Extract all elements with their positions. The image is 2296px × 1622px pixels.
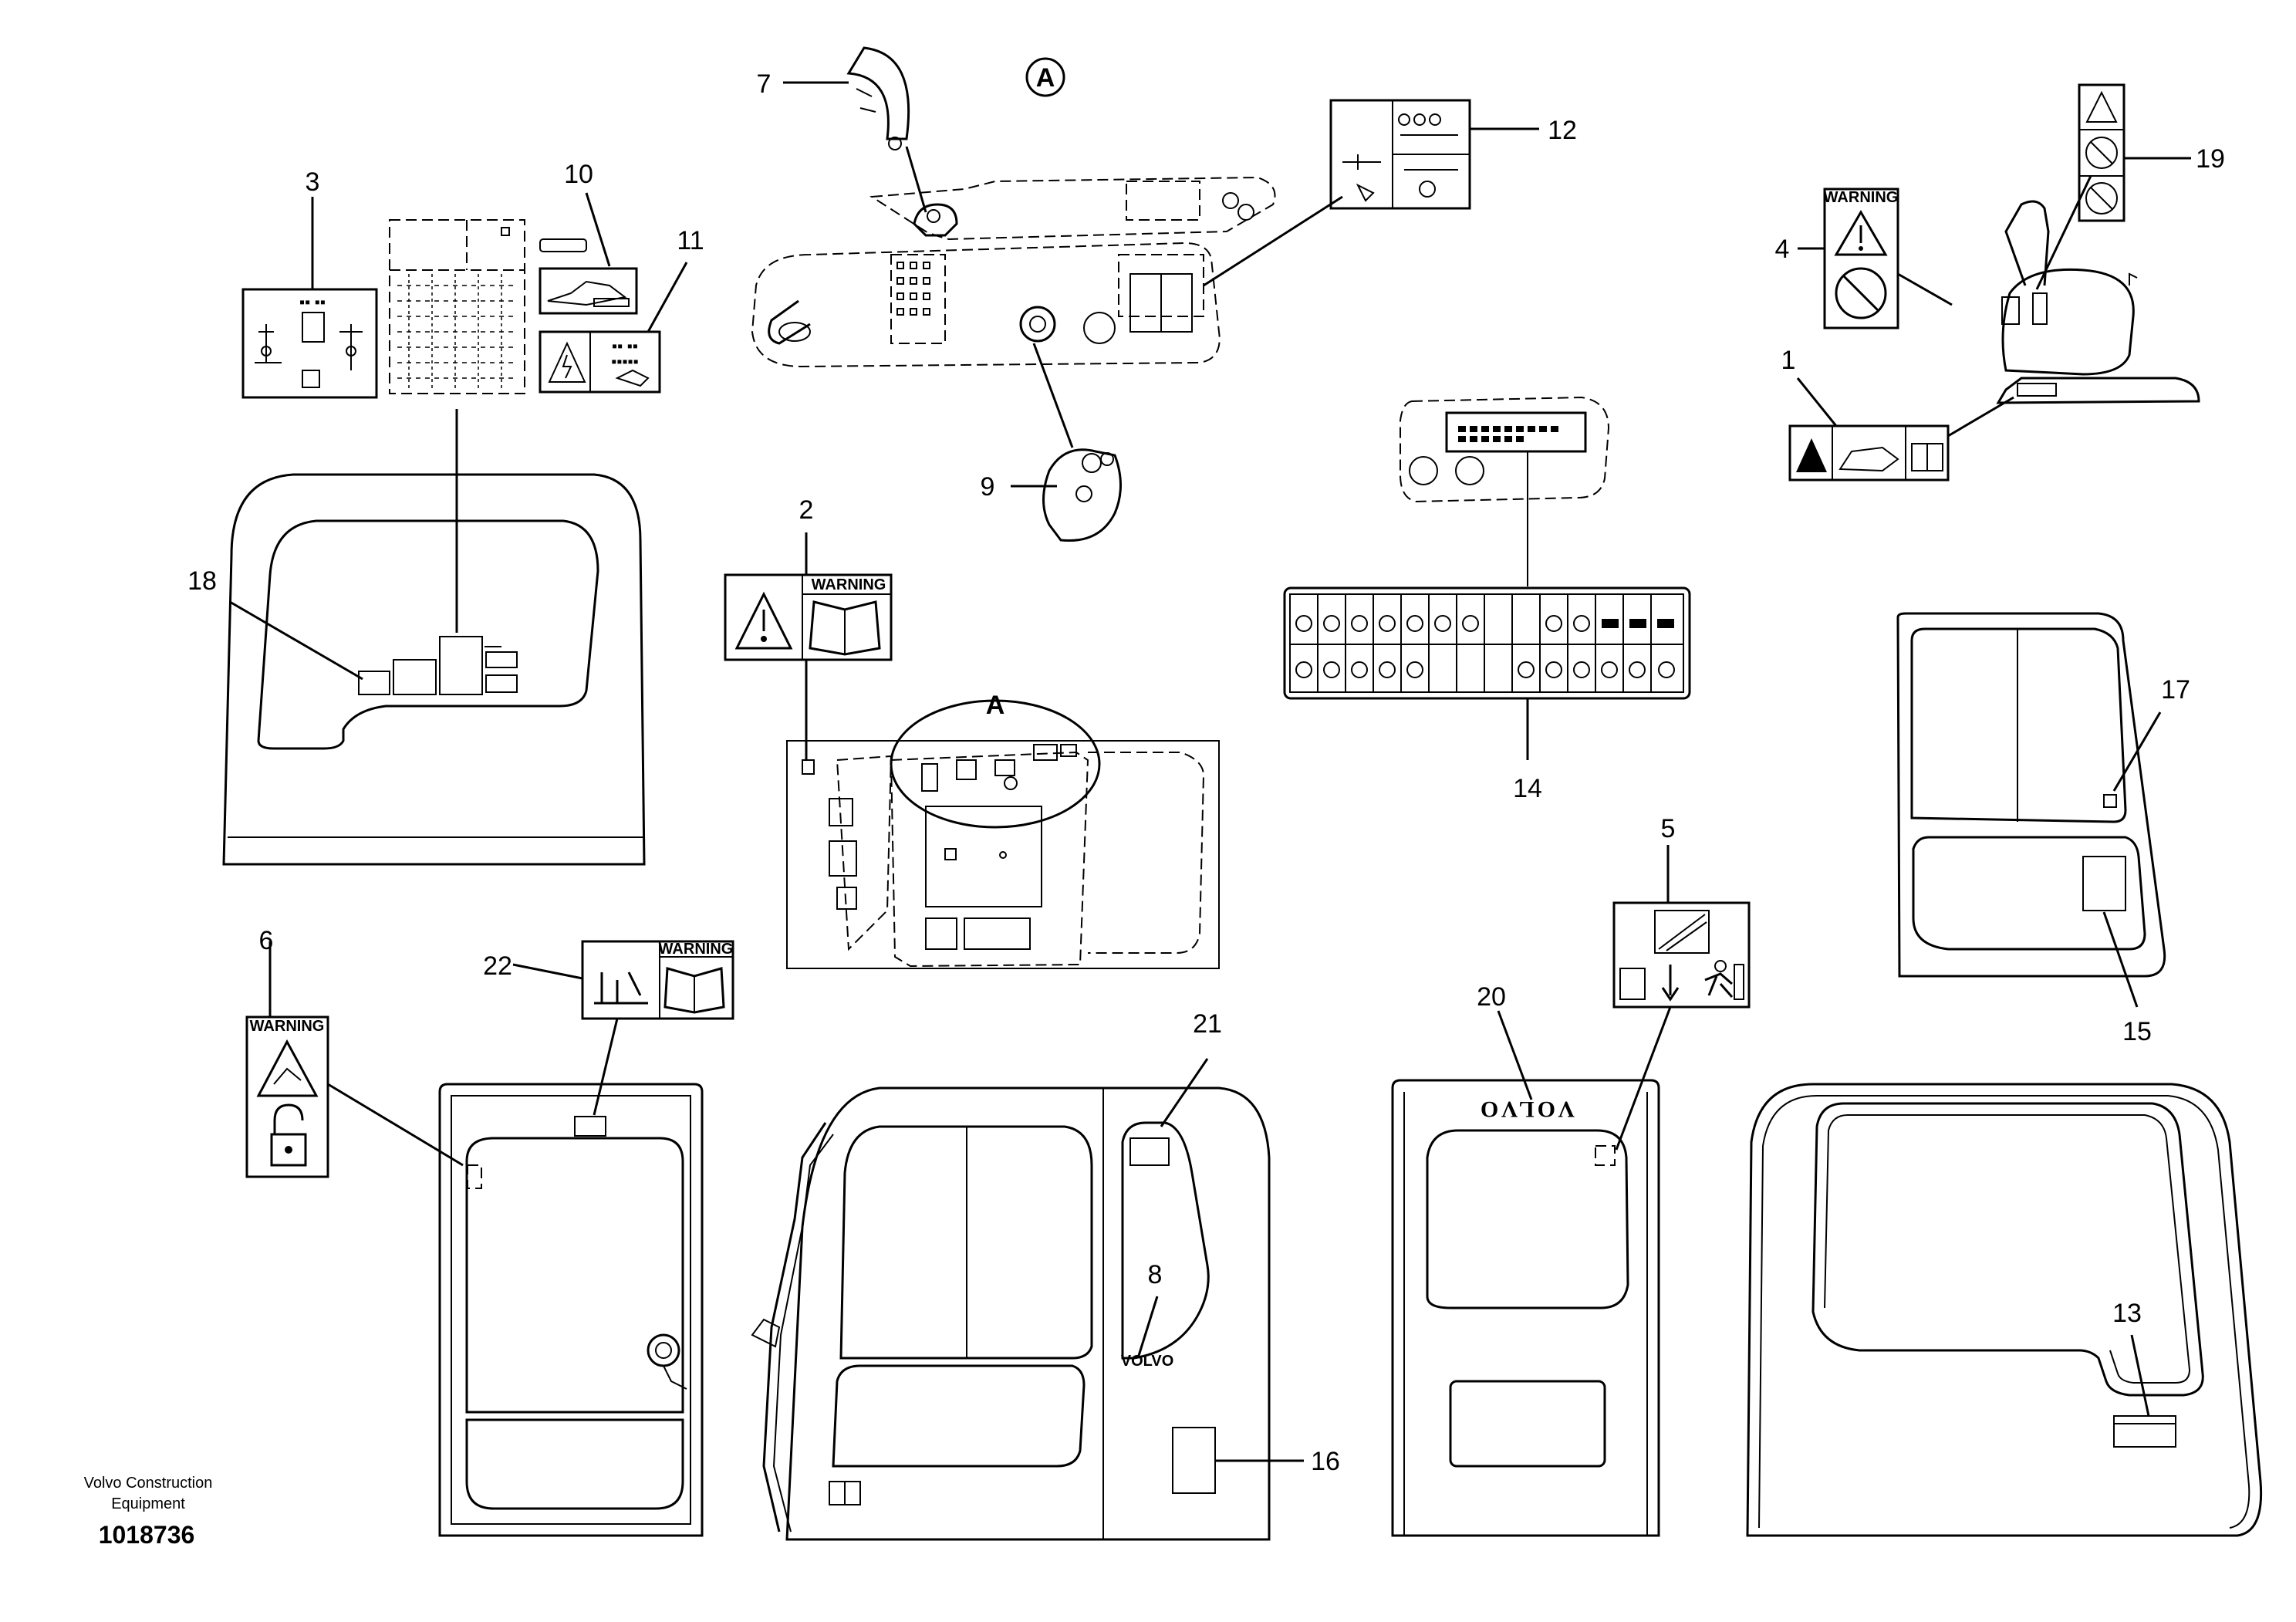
- leader-6b: [327, 1083, 464, 1167]
- leader-9b: [1032, 343, 1074, 448]
- leader-10: [585, 192, 611, 267]
- callout-21: 21: [1193, 1009, 1222, 1039]
- decal-sheet-main: [389, 219, 525, 394]
- callout-5: 5: [1661, 814, 1676, 843]
- leader-18: [229, 600, 363, 681]
- console-right: [1996, 377, 2200, 404]
- decal-22-warning: WARNING: [659, 941, 734, 958]
- leader-1b: [1947, 396, 2014, 438]
- volvo-logo: VOLVO: [1477, 1097, 1575, 1122]
- decal-14: [1283, 586, 1691, 700]
- callout-11: 11: [677, 226, 704, 255]
- callout-13: 13: [2112, 1299, 2142, 1328]
- leader-22b: [593, 1018, 619, 1116]
- cab-right-13: [1746, 1083, 2263, 1537]
- decal-4: WARNING: [1823, 188, 1899, 329]
- callout-4: 4: [1775, 235, 1790, 264]
- callout-12: 12: [1548, 116, 1577, 145]
- callout-17: 17: [2161, 675, 2190, 705]
- leader-17: [2112, 711, 2162, 792]
- decal-7: [846, 46, 910, 150]
- leader-5b: [1615, 1006, 1672, 1151]
- detail-ref-a: A: [986, 691, 1005, 720]
- decal-14-panel: [1400, 396, 1610, 503]
- decal-19: [2078, 83, 2125, 222]
- callout-22: 22: [483, 951, 512, 981]
- leader-4b: [1897, 272, 1953, 306]
- leader-12b: [1203, 195, 1343, 287]
- svg-text:▪▪▪▪▪: ▪▪▪▪▪: [611, 353, 638, 370]
- callout-labels: 3 10 11 7 12 9 19 4 1 2 18 14 17 15 5 6 …: [187, 69, 2225, 1476]
- padlock-icon: [270, 1133, 307, 1167]
- leader-1: [1796, 377, 1838, 427]
- callout-19: 19: [2196, 144, 2225, 174]
- decal-6-warning: WARNING: [250, 1018, 325, 1035]
- cab-side: VOLVO: [751, 1086, 1271, 1541]
- callout-7: 7: [757, 69, 772, 99]
- decal-5: [1612, 901, 1751, 1009]
- decal-2: WARNING: [724, 573, 893, 661]
- console-detail-a: [751, 176, 1276, 368]
- cab-front-18: [222, 473, 646, 866]
- callout-10: 10: [564, 160, 593, 189]
- callout-1: 1: [1781, 346, 1796, 375]
- callout-15: 15: [2122, 1017, 2152, 1046]
- decal-12: [1329, 99, 1471, 210]
- callout-14: 14: [1513, 774, 1542, 803]
- leader-15: [2102, 911, 2139, 1008]
- cab-side-logo: VOLVO: [1121, 1353, 1174, 1370]
- joystick-right: [2001, 200, 2138, 376]
- callout-8: 8: [1148, 1260, 1163, 1289]
- decal-3: ▪▪ ▪▪: [241, 288, 378, 399]
- emergency-exit-icon: [1704, 960, 1744, 1000]
- callout-2: 2: [799, 495, 814, 525]
- footer: Volvo Construction Equipment 1018736: [84, 1475, 213, 1549]
- leader-22: [512, 963, 583, 980]
- svg-text:▪▪ ▪▪: ▪▪ ▪▪: [299, 294, 326, 311]
- decal-11: ▪▪ ▪▪ ▪▪▪▪▪: [539, 330, 661, 394]
- cab-front-20: VOLVO: [1391, 1079, 1660, 1537]
- decal-10: [539, 238, 638, 315]
- callout-18: 18: [187, 566, 217, 596]
- brand-line-2: Equipment: [111, 1495, 185, 1512]
- decal-9: [1042, 448, 1122, 542]
- leader-7b: [905, 146, 927, 213]
- svg-text:▪▪ ▪▪: ▪▪ ▪▪: [612, 338, 638, 355]
- brand-line-1: Volvo Construction: [84, 1475, 213, 1492]
- callout-3: 3: [306, 167, 320, 197]
- leader-21: [1160, 1058, 1209, 1127]
- decal-6: WARNING: [245, 1015, 329, 1178]
- decal-1: [1788, 424, 1950, 482]
- cab-rear: [438, 1083, 704, 1537]
- cab-door-right: [1896, 612, 2166, 978]
- decal-2-warning: WARNING: [812, 576, 886, 593]
- callout-20: 20: [1477, 982, 1506, 1012]
- leader-8: [1136, 1296, 1159, 1359]
- doc-number: 1018736: [99, 1521, 195, 1549]
- callout-6: 6: [259, 926, 274, 955]
- leader-13: [2130, 1334, 2150, 1417]
- callout-9: 9: [981, 472, 995, 502]
- leader-20: [1497, 1010, 1533, 1100]
- callout-16: 16: [1311, 1447, 1340, 1476]
- decal-4-warning: WARNING: [1824, 189, 1899, 206]
- decal-22: WARNING: [581, 940, 734, 1020]
- cab-floor-plan: A: [786, 691, 1220, 969]
- detail-marker-a: A: [1025, 57, 1065, 97]
- detail-marker-a-label: A: [1036, 63, 1055, 93]
- leader-11: [647, 262, 688, 333]
